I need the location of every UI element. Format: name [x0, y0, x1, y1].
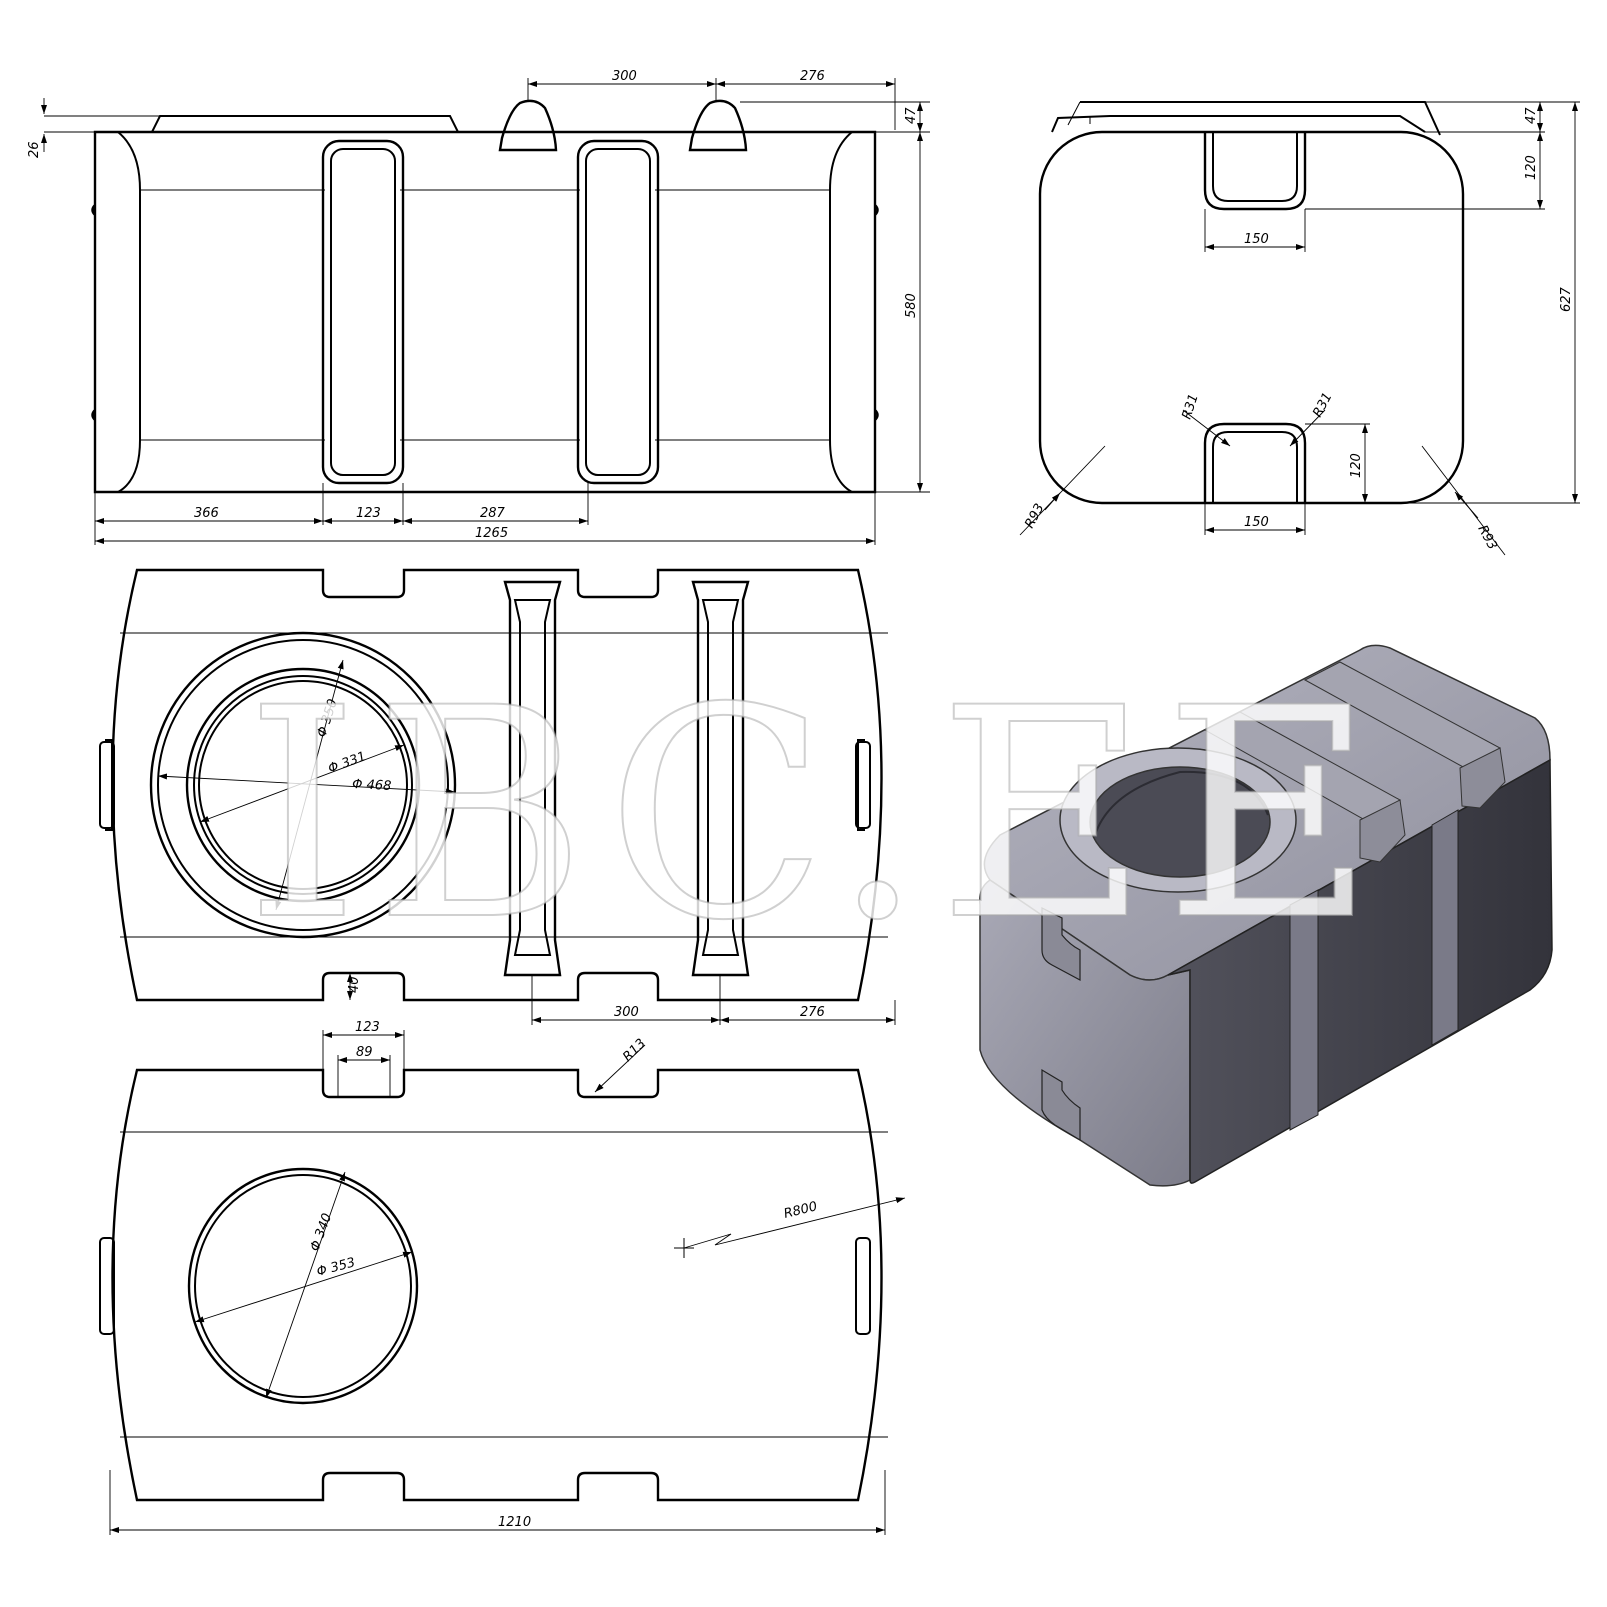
dim-300-top-view: 300	[614, 1005, 639, 1020]
r93-right: R93	[1474, 523, 1499, 553]
front-view: 26 300 276 47 580 366 123 287 1265	[27, 69, 930, 545]
top-view: Φ 350 Φ 331 Φ 468 40 300 276	[99, 568, 896, 1025]
dim-47-front: 47	[904, 107, 919, 124]
dim-26: 26	[27, 141, 42, 158]
phi-340: Φ 340	[308, 1211, 336, 1253]
dim-123-bottom: 123	[355, 1020, 380, 1035]
r31-right: R31	[1310, 390, 1335, 420]
dim-300-top: 300	[612, 69, 637, 84]
dim-366: 366	[194, 506, 219, 521]
dim-627: 627	[1559, 286, 1574, 312]
dim-276-top: 276	[800, 69, 825, 84]
dim-47-side: 47	[1524, 107, 1539, 124]
isometric-render	[978, 644, 1553, 1187]
r31-left: R31	[1180, 392, 1202, 421]
dim-150-bottom: 150	[1244, 515, 1269, 530]
dim-120-bottom: 120	[1349, 453, 1364, 478]
r800: R800	[782, 1199, 818, 1222]
dim-123-front: 123	[356, 506, 381, 521]
dim-276-top-view: 276	[800, 1005, 825, 1020]
dim-1210: 1210	[498, 1515, 531, 1530]
dim-89: 89	[356, 1045, 373, 1060]
dim-287: 287	[480, 506, 506, 521]
dim-150-top: 150	[1244, 232, 1269, 247]
watermark: IBC.EE	[245, 647, 1389, 984]
r13: R13	[620, 1036, 649, 1065]
dim-120-top: 120	[1524, 155, 1539, 180]
bottom-view: Φ 340 Φ 353 R800 R13 123 89 1210	[99, 1020, 906, 1535]
dim-1265: 1265	[475, 526, 508, 541]
dim-40: 40	[347, 976, 362, 993]
phi-468: Φ 468	[352, 777, 392, 794]
r93-left: R93	[1022, 501, 1047, 531]
side-view: 47 120 627 150 120 150 R31 R31 R93 R93	[1019, 101, 1580, 556]
dim-580: 580	[904, 293, 919, 318]
